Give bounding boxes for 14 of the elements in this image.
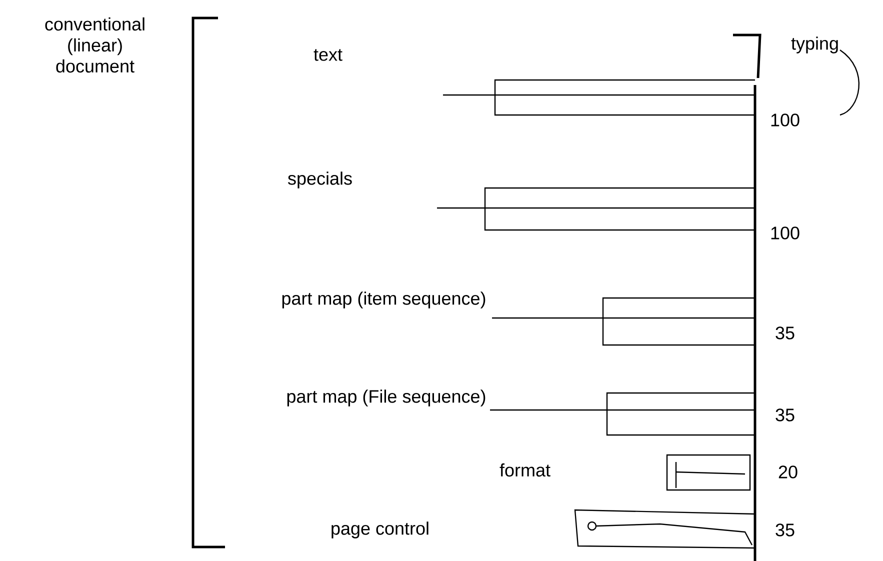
group-label: conventional (linear) document (45, 17, 144, 73)
value-label: 35 (776, 524, 794, 536)
value-label: 35 (776, 408, 794, 422)
row-label: text (314, 49, 342, 61)
axis-label: typing (791, 36, 838, 54)
row-label: page control (332, 522, 428, 538)
row-label: format (500, 463, 550, 477)
value-label: 35 (776, 326, 794, 340)
row-label: part map (File sequence) (287, 390, 486, 406)
value-label: 100 (771, 226, 800, 240)
value-label: 100 (771, 114, 800, 126)
row-label: specials (288, 172, 352, 188)
row-label: part map (item sequence) (282, 292, 486, 308)
value-label: 20 (778, 466, 798, 478)
